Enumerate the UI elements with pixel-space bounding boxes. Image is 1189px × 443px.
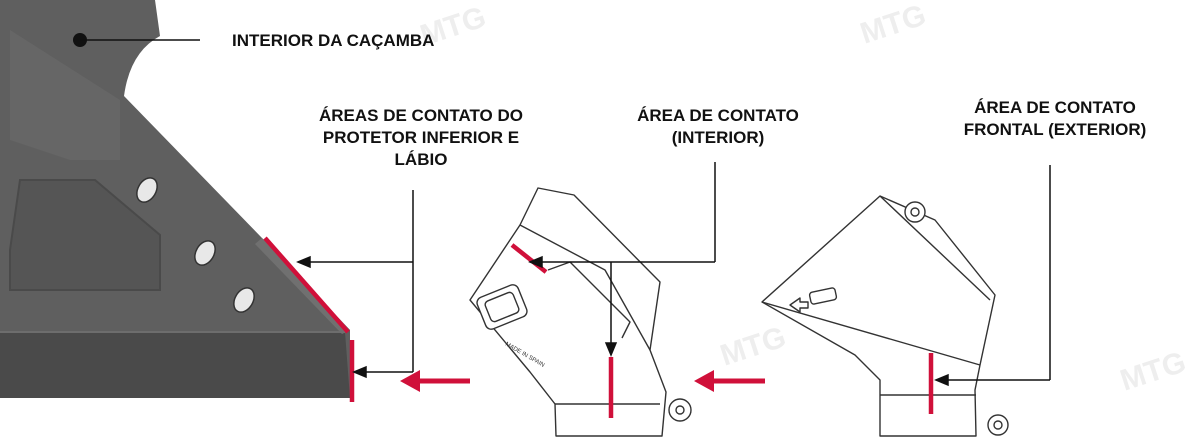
label-contact-interior: ÁREA DE CONTATO (INTERIOR)	[588, 105, 848, 149]
leader-lower-contact	[296, 190, 414, 379]
protector-inner-view: MADE IN SPAIN	[469, 187, 692, 437]
protector-front-view	[761, 195, 1009, 437]
bucket-lower-band	[0, 332, 350, 398]
bucket-raised-plate	[9, 179, 161, 291]
direction-arrow	[400, 370, 470, 392]
arrowhead	[604, 342, 618, 357]
front-face-line	[761, 301, 981, 366]
bolt-hole	[136, 177, 158, 203]
label-line: FRONTAL (EXTERIOR)	[963, 120, 1147, 139]
front-slot	[808, 287, 838, 305]
bolt-hole	[194, 240, 216, 266]
label-contact-front: ÁREA DE CONTATO FRONTAL (EXTERIOR)	[930, 97, 1180, 141]
label-line: PROTETOR INFERIOR E	[322, 128, 520, 147]
label-line: ÁREAS DE CONTATO DO	[318, 106, 523, 125]
label-line: LÁBIO	[394, 150, 448, 169]
contact-line-interior	[510, 243, 548, 274]
contact-line-bevel	[263, 236, 350, 334]
bucket-plate-shade	[10, 30, 120, 160]
front-body	[761, 195, 996, 437]
mount-ear-hole	[675, 405, 685, 415]
label-bucket-interior: INTERIOR DA CAÇAMBA	[232, 31, 435, 50]
arrowhead	[296, 255, 311, 269]
arrowhead	[352, 365, 367, 379]
protector-step	[547, 261, 631, 339]
front-top-line	[879, 195, 991, 301]
bucket-lip-section	[0, 0, 355, 402]
bolt-holes	[136, 177, 255, 313]
label-line: (INTERIOR)	[671, 128, 765, 147]
label-line: ÁREA DE CONTATO	[637, 106, 799, 125]
direction-arrow	[694, 370, 765, 392]
arrowhead	[528, 255, 543, 269]
mount-ear-hole	[993, 420, 1003, 430]
bolt-hole	[233, 287, 255, 313]
leader-interior-contact	[528, 162, 716, 357]
leader-front-contact	[934, 165, 1051, 387]
label-line: ÁREA DE CONTATO	[974, 98, 1136, 117]
arrowhead	[934, 373, 949, 387]
label-contact-lower: ÁREAS DE CONTATO DO PROTETOR INFERIOR E …	[286, 105, 556, 171]
front-arrow-mark	[789, 297, 809, 313]
protector-slot-inner	[484, 291, 520, 323]
mount-ear-hole	[910, 207, 920, 217]
